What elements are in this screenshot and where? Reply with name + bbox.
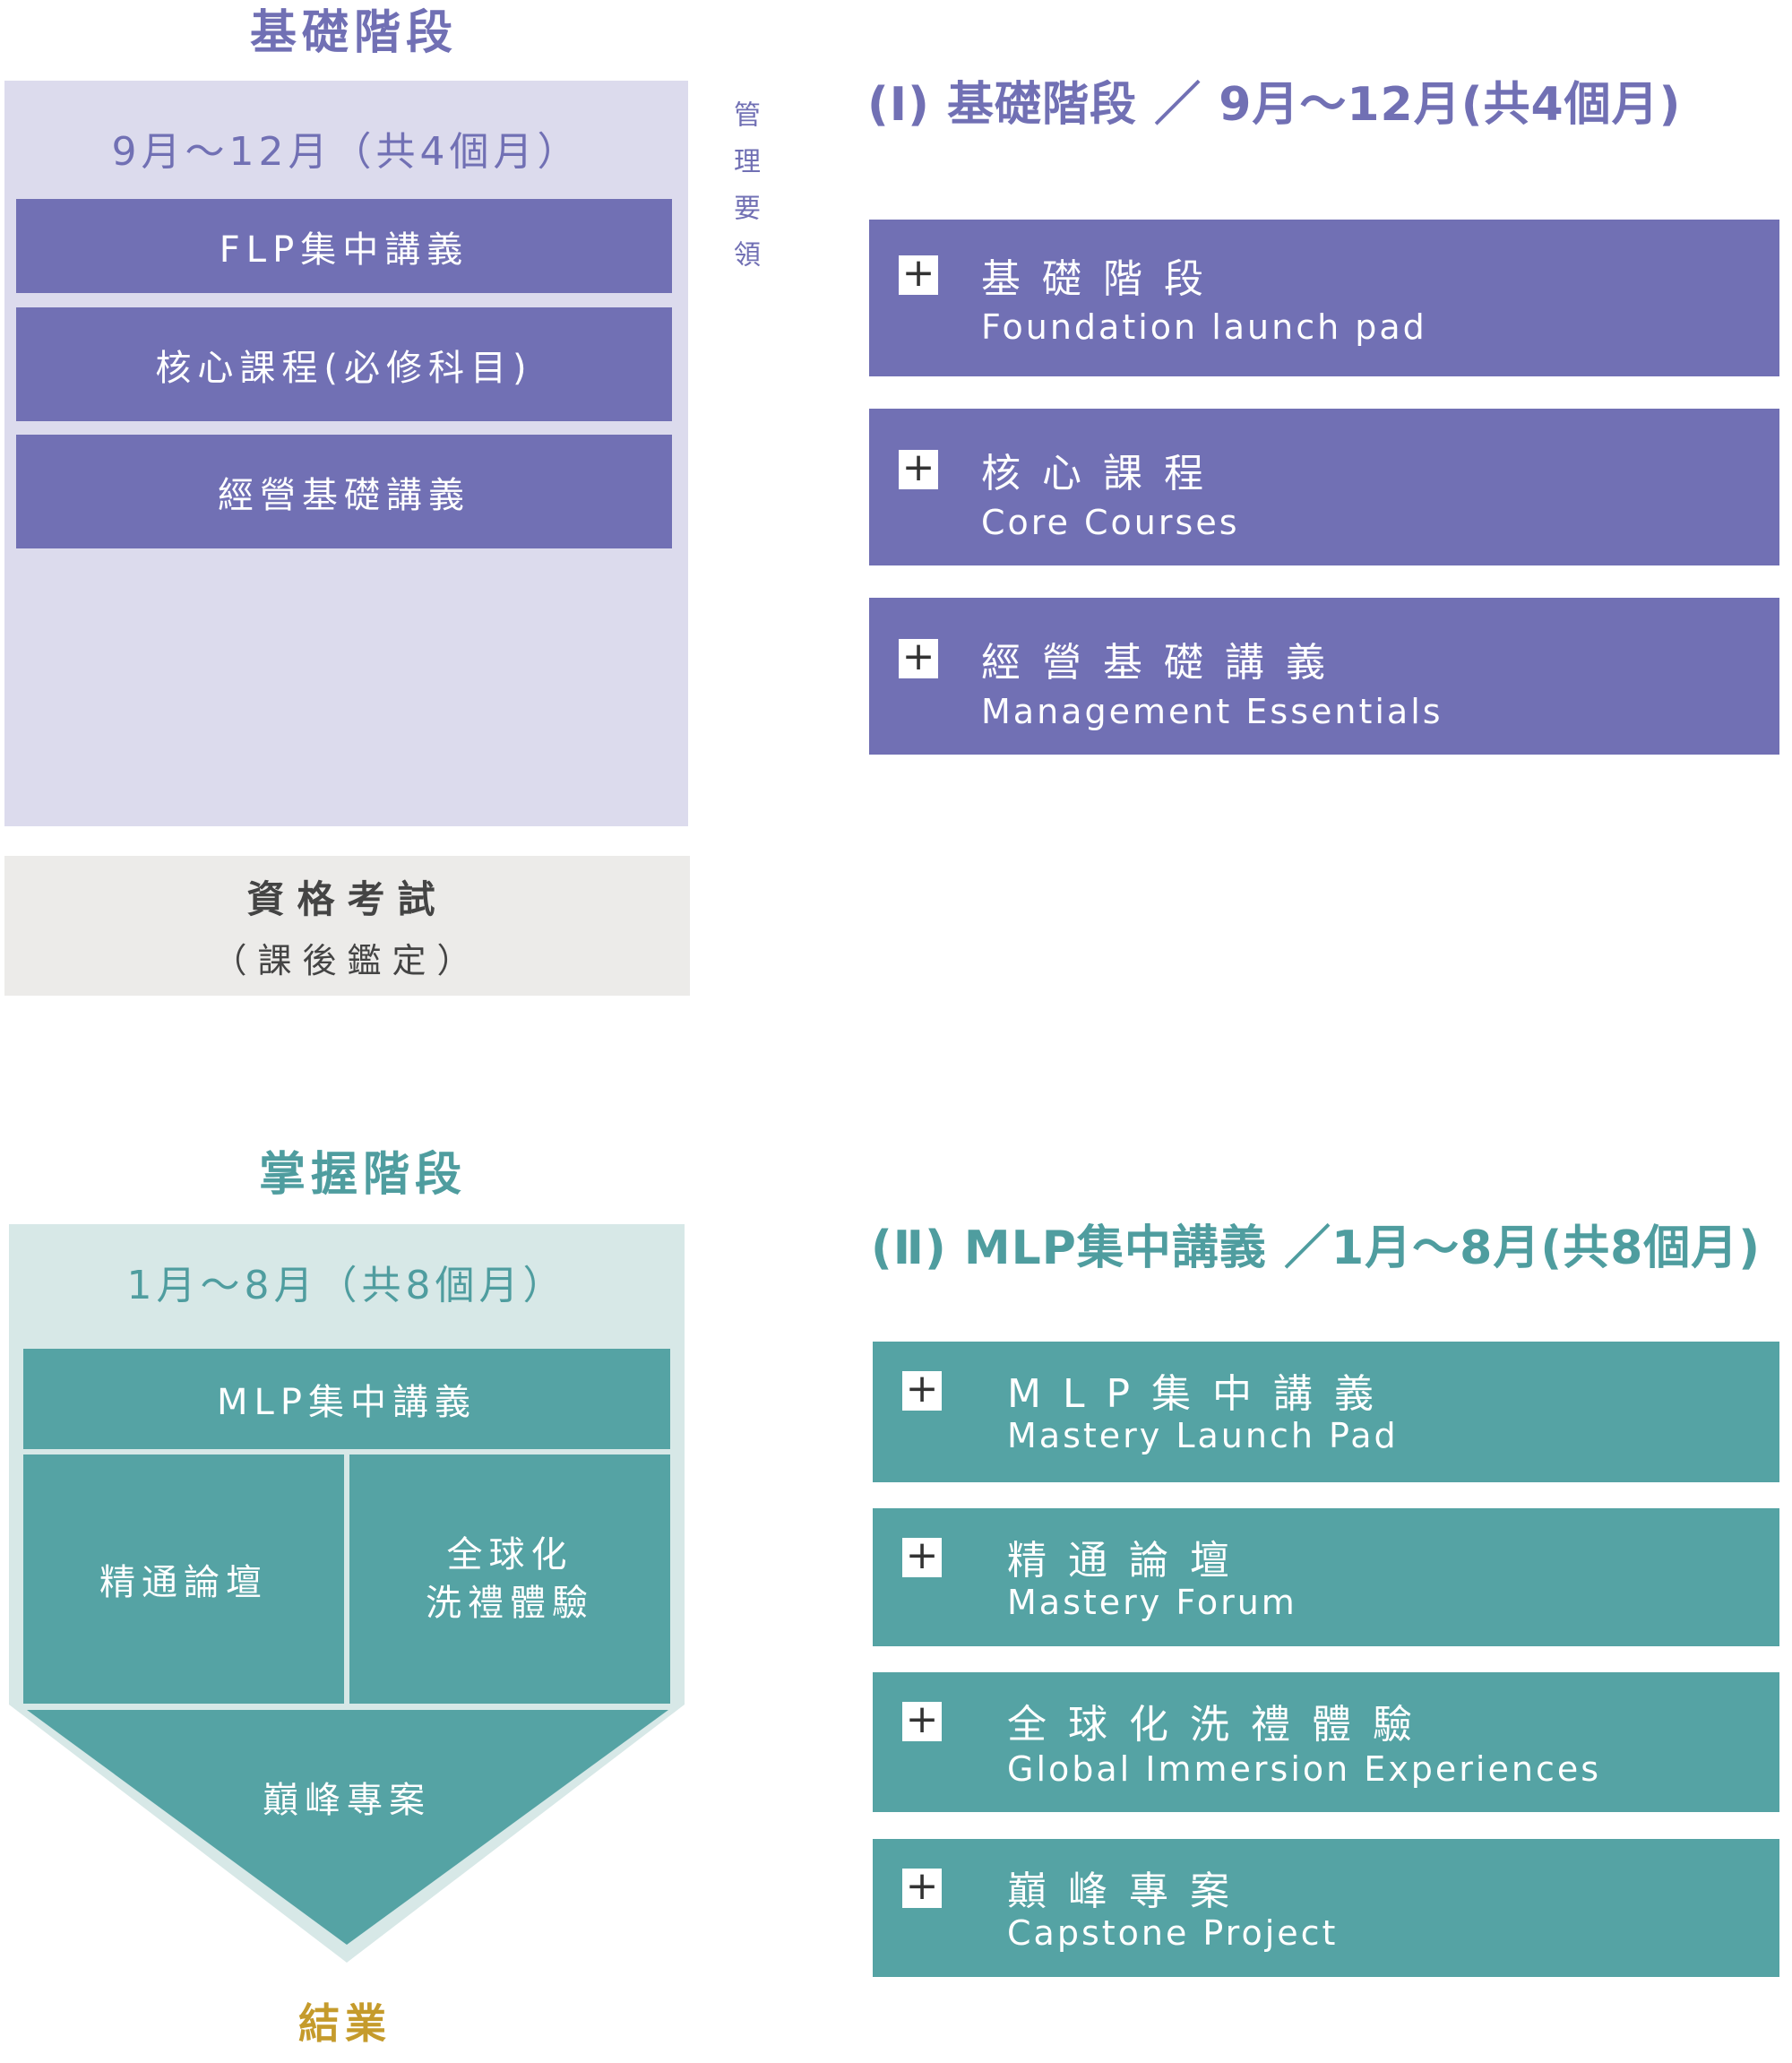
foundation-box-core: 核心課程(必修科目)	[16, 307, 672, 421]
mastery-stage-title: 掌握階段	[258, 1147, 467, 1202]
capstone-label: 巔峰專案	[263, 1780, 431, 1821]
item-title-en: Core Courses	[981, 503, 1240, 542]
qualification-exam-panel: 資格考試 （課後鑑定）	[4, 856, 690, 996]
detail-item-management-essentials[interactable]: + 經營基礎講義 Management Essentials	[869, 598, 1779, 755]
plus-icon[interactable]: +	[902, 1867, 942, 1908]
item-title-en: Foundation launch pad	[981, 307, 1427, 347]
mastery-box-mlp: MLP集中講義	[23, 1349, 670, 1449]
detail-item-core-courses[interactable]: + 核心課程 Core Courses	[869, 409, 1779, 565]
item-title-zh: 精通論壇	[1007, 1538, 1251, 1584]
mastery-period: 1月～8月（共8個月）	[126, 1263, 567, 1308]
mastery-detail-heading: (Ⅱ) MLP集中講義 ／1月～8月(共8個月)	[871, 1221, 1762, 1275]
mastery-box-forum: 精通論壇	[23, 1454, 344, 1704]
item-title-zh: 經營基礎講義	[981, 640, 1347, 686]
foundation-stage-title: 基礎階段	[249, 5, 458, 60]
plus-icon[interactable]: +	[902, 1700, 942, 1741]
item-title-en: Capstone Project	[1007, 1913, 1339, 1953]
item-title-zh: 全球化洗禮體驗	[1007, 1702, 1434, 1748]
item-title-en: Mastery Forum	[1007, 1583, 1297, 1622]
foundation-box-flp: FLP集中講義	[16, 199, 672, 293]
item-title-zh: 基礎階段	[981, 256, 1225, 302]
mastery-box-global: 全球化 洗禮體驗	[349, 1454, 670, 1704]
detail-item-mastery-launch-pad[interactable]: + MLP集中講義 Mastery Launch Pad	[873, 1342, 1779, 1482]
exam-subtitle: （課後鑑定）	[212, 941, 482, 980]
detail-item-mastery-forum[interactable]: + 精通論壇 Mastery Forum	[873, 1508, 1779, 1646]
foundation-period: 9月～12月（共4個月）	[111, 129, 582, 175]
detail-item-capstone-project[interactable]: + 巔峰專案 Capstone Project	[873, 1839, 1779, 1977]
global-line-1: 全球化	[446, 1534, 573, 1575]
exam-title: 資格考試	[246, 877, 448, 921]
plus-icon[interactable]: +	[902, 1369, 942, 1411]
graduation-label: 結業	[298, 1999, 392, 2048]
plus-icon[interactable]: +	[902, 1536, 942, 1577]
item-title-en: Mastery Launch Pad	[1007, 1416, 1399, 1455]
plus-icon[interactable]: +	[899, 637, 938, 678]
plus-icon[interactable]: +	[899, 254, 938, 295]
item-title-zh: 巔峰專案	[1007, 1869, 1251, 1914]
detail-item-foundation-launch-pad[interactable]: + 基礎階段 Foundation launch pad	[869, 220, 1779, 376]
management-note-vertical: 管理要領	[728, 100, 760, 287]
foundation-detail-heading: (Ⅰ) 基礎階段 ／ 9月～12月(共4個月)	[867, 78, 1682, 132]
item-title-zh: MLP集中講義	[1007, 1371, 1396, 1417]
item-title-en: Management Essentials	[981, 692, 1443, 731]
plus-icon[interactable]: +	[899, 448, 938, 489]
detail-item-global-immersion[interactable]: + 全球化洗禮體驗 Global Immersion Experiences	[873, 1672, 1779, 1812]
foundation-box-management: 經營基礎講義	[16, 435, 672, 548]
item-title-en: Global Immersion Experiences	[1007, 1749, 1602, 1789]
global-line-2: 洗禮體驗	[426, 1583, 594, 1624]
item-title-zh: 核心課程	[981, 451, 1225, 496]
capstone-arrow-shape	[27, 1710, 668, 1945]
